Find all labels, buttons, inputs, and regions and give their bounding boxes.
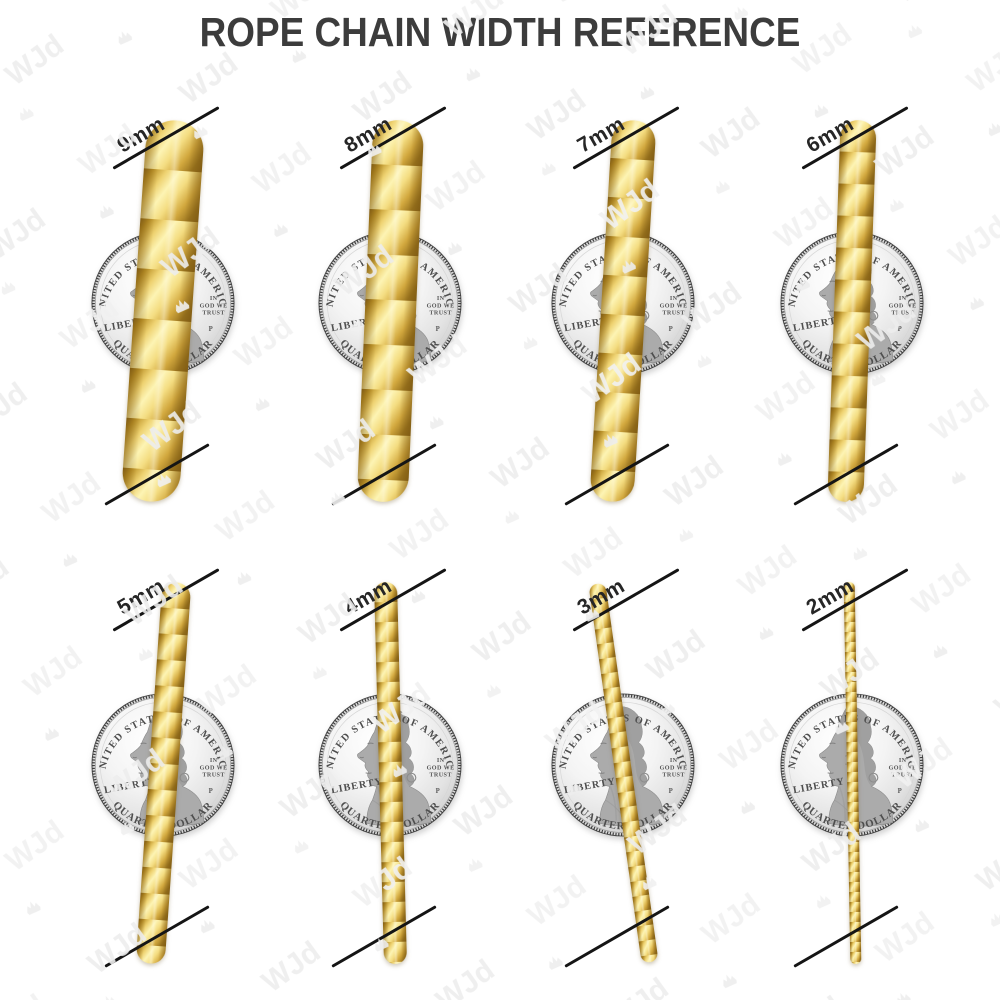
chain-cell-7mm: 7mm (508, 88, 738, 540)
rope-chain (827, 119, 877, 503)
page-title: ROPE CHAIN WIDTH REFERENCE (199, 9, 801, 55)
rope-chain (356, 119, 425, 503)
width-label: 2mm (802, 574, 858, 620)
chain-cell-2mm: 2mm (737, 550, 967, 1002)
chain-cell-9mm: 9mm (48, 88, 278, 540)
chain-cell-6mm: 6mm (737, 88, 967, 540)
chain-cell-4mm: 4mm (275, 550, 505, 1002)
width-measure: 3mm (560, 547, 680, 632)
chain-cell-5mm: 5mm (48, 550, 278, 1002)
chain-cell-8mm: 8mm (275, 88, 505, 540)
chain-cell-3mm: 3mm (508, 550, 738, 1002)
width-label: 4mm (340, 574, 396, 620)
measure-line-bottom (793, 905, 899, 968)
